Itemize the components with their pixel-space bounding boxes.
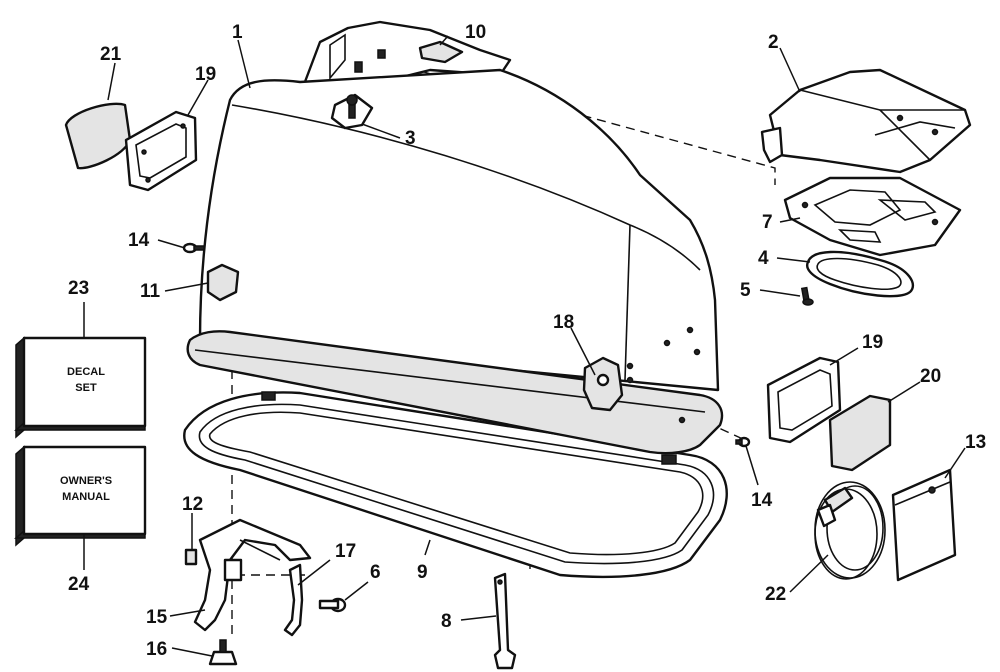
clip-17 — [283, 563, 304, 637]
window-panel-left — [64, 102, 132, 170]
manual-box-label-line1: OWNER'S — [60, 475, 112, 487]
callout-22: 22 — [765, 584, 786, 605]
screw-5 — [800, 286, 814, 306]
top-cover-plate — [760, 68, 972, 174]
callout-10: 10 — [465, 22, 486, 43]
callout-7: 7 — [762, 212, 773, 233]
top-bracket-with-screw — [330, 93, 374, 130]
strap-8 — [493, 572, 517, 670]
rear-label — [418, 40, 464, 64]
callout-19-left: 19 — [195, 64, 216, 85]
callout-15: 15 — [146, 607, 168, 628]
bolt-6 — [318, 597, 347, 613]
callout-16: 16 — [146, 639, 167, 660]
engine-cover — [186, 20, 724, 455]
callout-numbers: 1 10 2 3 21 19 14 11 7 4 5 18 19 20 14 1… — [68, 22, 986, 660]
side-bracket — [206, 263, 240, 302]
callout-23: 23 — [68, 278, 89, 299]
callout-20: 20 — [920, 366, 941, 387]
screw-14-left — [182, 242, 205, 254]
document-pouch — [891, 468, 957, 582]
callout-21: 21 — [100, 44, 122, 65]
callout-24: 24 — [68, 574, 90, 595]
callout-14-right: 14 — [751, 490, 773, 511]
callout-2: 2 — [768, 32, 779, 53]
callout-18: 18 — [553, 312, 574, 333]
decal-set-box: DECAL SET — [14, 336, 147, 439]
nut-12 — [184, 548, 198, 566]
decal-box-label-line1: DECAL — [67, 366, 105, 378]
callout-6: 6 — [370, 562, 381, 583]
callout-1: 1 — [232, 22, 243, 43]
lanyard-cord — [814, 481, 886, 580]
callout-17: 17 — [335, 541, 356, 562]
lower-pan-seal — [183, 391, 728, 579]
callout-5: 5 — [740, 280, 751, 301]
callout-19-right: 19 — [862, 332, 883, 353]
callout-4: 4 — [758, 248, 769, 269]
callout-11: 11 — [140, 281, 161, 302]
callout-13: 13 — [965, 432, 986, 453]
manual-box-label-line2: MANUAL — [62, 491, 110, 503]
window-frame-right — [766, 356, 842, 444]
window-panel-right — [828, 394, 892, 472]
callout-8: 8 — [441, 611, 452, 632]
front-bracket — [193, 518, 312, 632]
callout-9: 9 — [417, 562, 428, 583]
owners-manual-box: OWNER'S MANUAL — [14, 445, 147, 547]
grommet-16 — [208, 639, 238, 666]
callout-14-left: 14 — [128, 230, 150, 251]
screw-14-right — [735, 436, 751, 448]
window-frame-left — [124, 110, 198, 192]
leader-lines — [83, 35, 966, 657]
decal-box-label-line2: SET — [75, 382, 97, 394]
oval-seal — [806, 250, 915, 298]
callout-12: 12 — [182, 494, 203, 515]
gasket-plate — [783, 176, 962, 257]
callout-3: 3 — [405, 128, 416, 149]
